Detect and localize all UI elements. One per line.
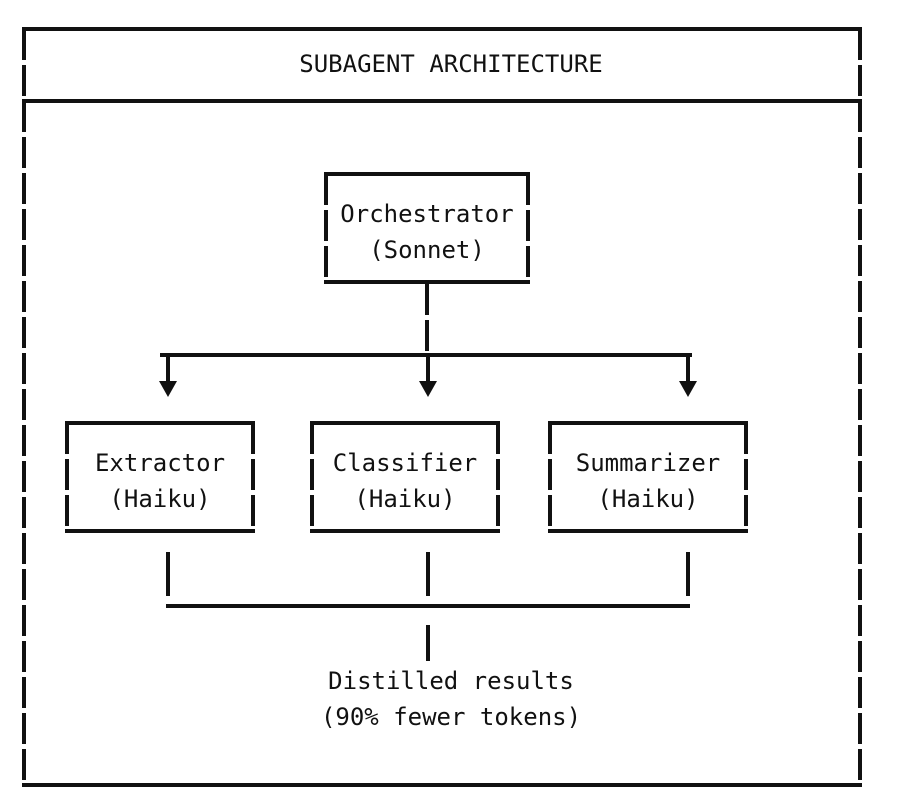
orchestrator-bottom-border: [324, 280, 530, 284]
arrowhead-extractor-icon: [159, 381, 177, 397]
arrowhead-summarizer-icon: [679, 381, 697, 397]
extractor-left-border: [65, 423, 69, 531]
output-label-line2: (90% fewer tokens): [320, 703, 582, 731]
node-extractor[interactable]: Extractor (Haiku): [65, 421, 255, 533]
frame-right-border: [858, 29, 862, 785]
extractor-label-model: (Haiku): [109, 485, 211, 513]
frame-top-border: [22, 27, 862, 31]
edge-classifier-down: [426, 552, 430, 596]
classifier-left-border: [310, 423, 314, 531]
edge-stub-to-classifier: [426, 355, 430, 381]
node-summarizer[interactable]: Summarizer (Haiku): [548, 421, 748, 533]
summarizer-left-border: [548, 423, 552, 531]
frame-bottom-border: [22, 783, 862, 787]
node-classifier[interactable]: Classifier (Haiku): [310, 421, 500, 533]
node-orchestrator[interactable]: Orchestrator (Sonnet): [324, 172, 530, 284]
classifier-label-name: Classifier: [332, 449, 478, 477]
classifier-label-model: (Haiku): [354, 485, 456, 513]
extractor-top-border: [65, 421, 255, 425]
extractor-bottom-border: [65, 529, 255, 533]
summarizer-bottom-border: [548, 529, 748, 533]
extractor-right-border: [251, 423, 255, 531]
output-label-line1: Distilled results: [328, 667, 574, 695]
title-separator: [22, 99, 862, 103]
orchestrator-label-model: (Sonnet): [369, 236, 485, 264]
summarizer-label-name: Summarizer: [575, 449, 721, 477]
arrowhead-classifier-icon: [419, 381, 437, 397]
summarizer-top-border: [548, 421, 748, 425]
orchestrator-label-name: Orchestrator: [340, 200, 514, 228]
edge-orchestrator-trunk: [425, 284, 429, 356]
panel-title: SUBAGENT ARCHITECTURE: [299, 50, 603, 78]
summarizer-right-border: [744, 423, 748, 531]
classifier-right-border: [496, 423, 500, 531]
edge-merge-bar: [166, 604, 690, 608]
orchestrator-right-border: [526, 174, 530, 282]
extractor-label-name: Extractor: [94, 449, 226, 477]
edge-stub-to-extractor: [166, 355, 170, 381]
orchestrator-left-border: [324, 174, 328, 282]
edge-merge-to-output: [426, 625, 430, 661]
classifier-bottom-border: [310, 529, 500, 533]
orchestrator-top-border: [324, 172, 530, 176]
classifier-top-border: [310, 421, 500, 425]
edge-extractor-down: [166, 552, 170, 596]
edge-stub-to-summarizer: [686, 355, 690, 381]
summarizer-label-model: (Haiku): [597, 485, 699, 513]
edge-summarizer-down: [686, 552, 690, 596]
frame-left-border: [22, 29, 26, 785]
